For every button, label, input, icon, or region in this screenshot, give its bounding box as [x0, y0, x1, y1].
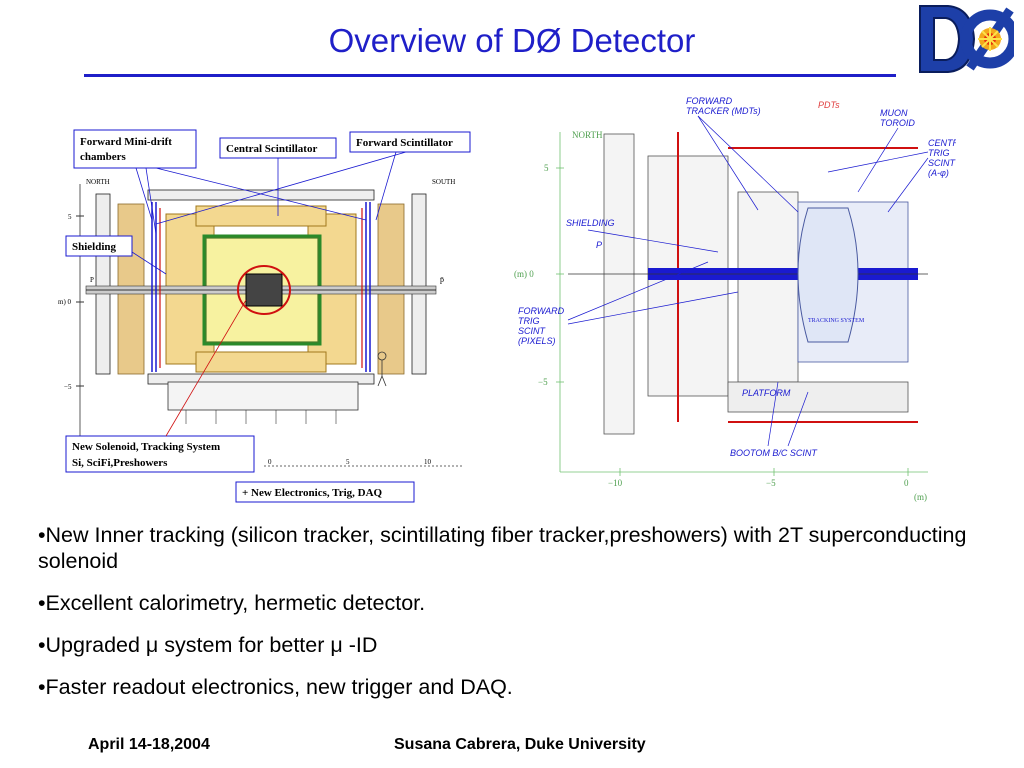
right-shielding: SHIELDING	[566, 218, 615, 228]
right-tracking-label: TRACKING SYSTEM	[808, 318, 865, 324]
svg-text:+ New Electronics, Trig, DAQ: + New Electronics, Trig, DAQ	[242, 487, 383, 499]
left-axis	[76, 184, 464, 467]
right-y0: (m) 0	[514, 269, 534, 279]
svg-text:Si, SciFi,Preshowers: Si, SciFi,Preshowers	[72, 457, 168, 469]
right-x0: 0	[904, 478, 909, 488]
left-x10: 10	[424, 458, 432, 466]
right-forward-tracker-2: TRACKER (MDTs)	[686, 106, 761, 116]
slide-title: Overview of DØ Detector	[328, 22, 696, 59]
bullet-item-muon-system: •Upgraded μ system for better μ -ID	[38, 633, 378, 657]
right-pdts-label: PDTs	[818, 100, 840, 110]
bullet-item-inner-tracking: •New Inner tracking (silicon tracker, sc…	[38, 523, 967, 573]
right-xminus10: −10	[608, 478, 623, 488]
left-x5: 5	[346, 458, 350, 466]
platform	[167, 381, 359, 411]
left-pbar: p̄	[440, 275, 444, 284]
svg-text:Shielding: Shielding	[72, 241, 117, 253]
right-m-unit: (m)	[914, 492, 927, 502]
callout-new-solenoid: New Solenoid, Tracking System Si, SciFi,…	[65, 435, 255, 473]
right-forward-trig-1: FORWARD	[518, 306, 565, 316]
right-forward-tracker-1: FORWARD	[686, 96, 733, 106]
bullet-item-readout: •Faster readout electronics, new trigger…	[38, 675, 513, 699]
footer-date: April 14-18,2004	[88, 736, 210, 753]
callout-forward-scintillator: Forward Scintillator	[349, 131, 471, 153]
bullet-list: •New Inner tracking (silicon tracker, sc…	[38, 522, 998, 716]
svg-text:Forward Scintillator: Forward Scintillator	[356, 137, 453, 149]
d0-detector-cross-section-right: 5 (m) 0 −5 −10 −5 0 (m) NORTH TRACKING S…	[508, 92, 956, 506]
callout-leaders	[131, 151, 407, 275]
footer-author: Susana Cabrera, Duke University	[394, 736, 646, 753]
right-yminus5: −5	[538, 377, 548, 387]
person-scale-icon	[377, 351, 387, 387]
d0-detector-cross-section-left: 5 m) 0 −5 0 5 10 NORTH SOUTH P p̄	[56, 124, 476, 508]
solenoid-highlight	[237, 265, 291, 315]
right-central-trig-2: TRIG	[928, 148, 950, 158]
right-platform: PLATFORM	[742, 388, 791, 398]
right-muon-toroid-2: TOROID	[880, 118, 915, 128]
right-xminus5: −5	[766, 478, 776, 488]
right-forward-trig-4: (PIXELS)	[518, 336, 556, 346]
callout-forward-mini-drift: Forward Mini-drift chambers	[73, 129, 197, 169]
left-north: NORTH	[86, 178, 110, 186]
callout-central-scintillator: Central Scintillator	[219, 137, 337, 159]
left-y5: 5	[68, 213, 72, 221]
svg-text:Central Scintillator: Central Scintillator	[226, 143, 317, 155]
left-p: P	[90, 276, 94, 284]
svg-text:chambers: chambers	[80, 151, 127, 163]
central-tracker	[245, 273, 283, 307]
left-yminus5: −5	[64, 383, 72, 391]
right-axis	[556, 132, 928, 476]
right-y5: 5	[544, 163, 549, 173]
title-underline	[84, 74, 896, 77]
svg-text:New Solenoid, Tracking System: New Solenoid, Tracking System	[72, 441, 220, 453]
right-forward-trig-3: SCINT	[518, 326, 547, 336]
right-central-trig-3: SCINT	[928, 158, 956, 168]
right-central-trig-1: CENTRAL	[928, 138, 956, 148]
right-tracking-system	[797, 207, 859, 343]
callout-shielding: Shielding	[65, 235, 133, 257]
right-p: P	[596, 240, 602, 250]
right-bottom-bc: BOOTOM B/C SCINT	[730, 448, 818, 458]
forward-chambers	[151, 202, 371, 372]
bullet-item-calorimetry: •Excellent calorimetry, hermetic detecto…	[38, 591, 426, 615]
callout-new-electronics: + New Electronics, Trig, DAQ	[235, 481, 415, 503]
left-south: SOUTH	[432, 178, 455, 186]
right-central-trig-4: (A-φ)	[928, 168, 949, 178]
left-y0: m) 0	[58, 298, 72, 306]
right-north: NORTH	[572, 130, 603, 140]
left-x0: 0	[268, 458, 272, 466]
right-leaders	[567, 115, 929, 447]
right-forward-trig-2: TRIG	[518, 316, 540, 326]
d0-logo-icon	[914, 2, 1014, 76]
right-muon-toroid-1: MUON	[880, 108, 908, 118]
svg-text:Forward Mini-drift: Forward Mini-drift	[80, 136, 172, 148]
